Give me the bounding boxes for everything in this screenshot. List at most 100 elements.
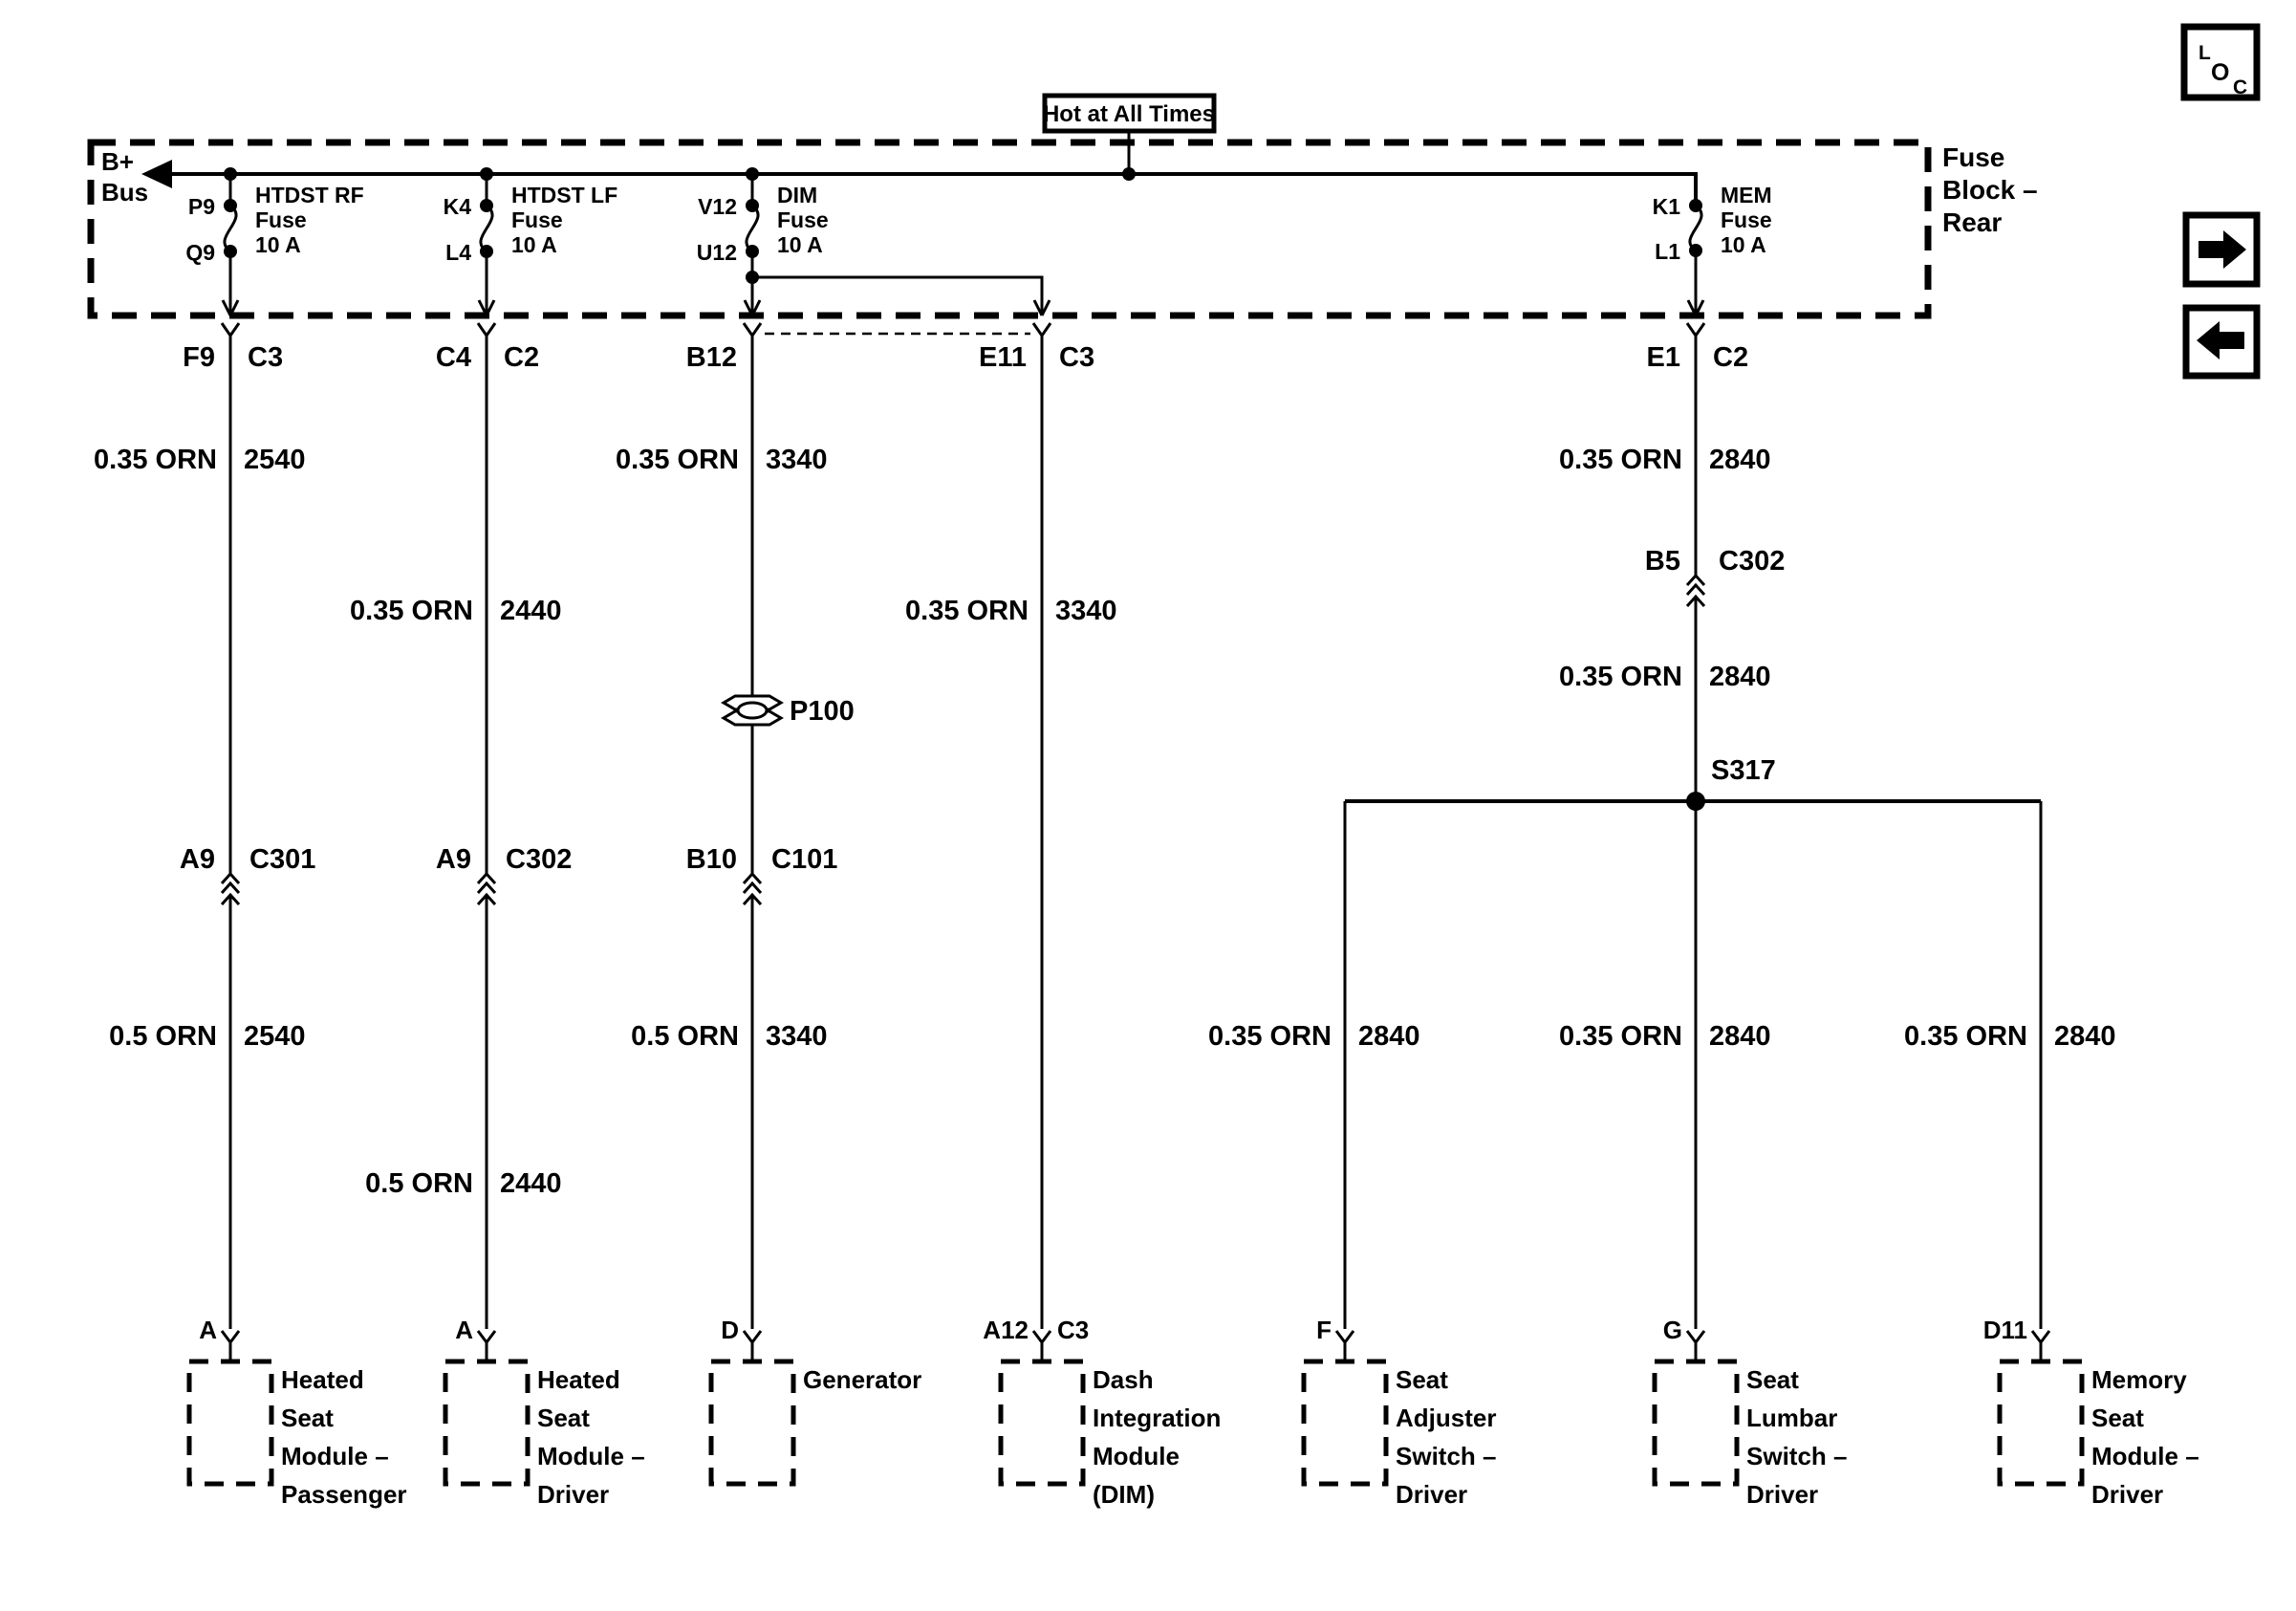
module-y-connector	[742, 1330, 763, 1361]
module-name-line3: Module –	[2091, 1442, 2199, 1470]
branch-seat-adjuster: 0.35 ORN 2840 F Seat Adjuster Switch – D…	[1208, 801, 1496, 1509]
module-name-line1: Heated	[537, 1365, 620, 1394]
loc-button-box[interactable]	[2180, 23, 2261, 101]
fuse-dim: V12 U12 DIM Fuse 10 A	[697, 174, 1051, 316]
fuse-name: HTDST LF	[511, 183, 617, 207]
fuse-pin-top: K1	[1653, 194, 1681, 219]
module-name-line2: Seat	[537, 1404, 590, 1432]
fuse-htdst-rf: P9 Q9 HTDST RF Fuse 10 A	[185, 174, 364, 316]
wire-circuit: 2540	[244, 1021, 306, 1052]
inline-connector-symbol	[1685, 574, 1706, 608]
fuse-name: DIM	[777, 183, 817, 207]
exit-conn-4: C3	[1059, 342, 1094, 373]
branch-memory-seat: 0.35 ORN 2840 D11 Memory Seat Module – D…	[1904, 801, 2199, 1509]
grommet-label: P100	[790, 696, 855, 727]
module-name-line1: Seat	[1396, 1365, 1448, 1394]
module-heated-seat-driver: A Heated Seat Module – Driver	[443, 1316, 645, 1509]
module-name-line1: Seat	[1746, 1365, 1799, 1394]
module-name-line2: Seat	[281, 1404, 334, 1432]
inline-pin: B5	[1645, 546, 1680, 577]
exit-pin-3: B12	[686, 342, 737, 373]
module-box	[1652, 1359, 1740, 1487]
inline-name: C302	[1719, 546, 1785, 577]
module-pin: A	[199, 1316, 217, 1344]
module-y-connector	[1031, 1330, 1052, 1361]
exit-y-connector-1	[220, 322, 241, 338]
module-box	[998, 1359, 1086, 1487]
module-name-line2: Lumbar	[1746, 1404, 1837, 1432]
module-pin: F	[1316, 1316, 1332, 1344]
inline-name: C101	[771, 844, 837, 875]
inline-connector-symbol	[220, 872, 241, 906]
wire-gauge: 0.35 ORN	[1559, 1021, 1682, 1052]
wire-circuit: 3340	[766, 1021, 828, 1052]
toolbar: L O C	[2180, 23, 2261, 380]
module-y-connector	[220, 1330, 241, 1361]
hot-label: Hot at All Times	[1043, 101, 1215, 127]
splice-s317: S317	[1345, 755, 2041, 811]
module-name-line1: Dash	[1093, 1365, 1154, 1394]
module-name-line2: Integration	[1093, 1404, 1221, 1432]
fuse-name: HTDST RF	[255, 183, 364, 207]
exit-y-connector-4	[1031, 322, 1052, 338]
left-arrow-icon	[2197, 321, 2244, 359]
wire-gauge: 0.35 ORN	[1559, 662, 1682, 692]
wire-gauge: 0.5 ORN	[109, 1021, 217, 1052]
fuse-pin-top: V12	[698, 194, 737, 219]
circuit-memory-feed: 0.35 ORN 2840 B5 C302 0.35 ORN 2840 S317…	[1208, 336, 2199, 1509]
grommet-ellipse	[736, 701, 769, 720]
wire-gauge: 0.35 ORN	[94, 445, 217, 475]
fuse-htdst-lf: K4 L4 HTDST LF Fuse 10 A	[444, 174, 617, 316]
grommet-p100: P100	[721, 694, 855, 727]
fuse-kind: Fuse	[511, 207, 563, 232]
fuse-kind: Fuse	[777, 207, 829, 232]
module-pin: G	[1663, 1316, 1682, 1344]
module-seat-lumbar-switch: G Seat Lumbar Switch – Driver	[1652, 1316, 1847, 1509]
wire-circuit: 2840	[1709, 1021, 1771, 1052]
inline-connector-c302: A9 C302	[436, 844, 572, 906]
exit-y-connector-5	[1685, 322, 1706, 338]
fuse-pin-top: P9	[188, 194, 215, 219]
fuse-pin-top: K4	[444, 194, 472, 219]
wire-gauge: 0.35 ORN	[616, 445, 739, 475]
module-y-connector	[1334, 1330, 1355, 1361]
module-box	[443, 1359, 531, 1487]
fuse-rating: 10 A	[1721, 232, 1766, 257]
prev-page-button[interactable]	[2182, 304, 2261, 380]
fuse-block-name-line3: Rear	[1942, 207, 2002, 237]
loc-letter-c: C	[2233, 76, 2247, 98]
module-name-line3: Module –	[537, 1442, 645, 1470]
right-arrow-icon	[2199, 230, 2246, 269]
wire-gauge: 0.35 ORN	[350, 596, 473, 626]
module-name-line2: Adjuster	[1396, 1404, 1496, 1432]
circuit-generator: 0.35 ORN 3340 P100 B10 C101 0.5 ORN 3340…	[616, 336, 921, 1487]
exit-pin-4: E11	[979, 342, 1027, 373]
inline-connector-symbol	[742, 872, 763, 906]
wire-gauge: 0.35 ORN	[905, 596, 1029, 626]
branch-seat-lumbar: 0.35 ORN 2840 G Seat Lumbar Switch – Dri…	[1559, 1021, 1847, 1509]
loc-button[interactable]: L O C	[2180, 23, 2261, 101]
module-box	[1301, 1359, 1389, 1487]
exit-conn-5: C2	[1713, 342, 1748, 373]
module-name-line1: Memory	[2091, 1365, 2187, 1394]
exit-arrow-icon-branch	[1032, 299, 1051, 316]
wire-circuit: 3340	[766, 445, 828, 475]
fuse-element	[745, 204, 760, 253]
module-name-line3: Switch –	[1746, 1442, 1847, 1470]
dim-branch-wire	[752, 275, 1044, 316]
wire-gauge: 0.35 ORN	[1208, 1021, 1332, 1052]
wire-circuit: 2440	[500, 1168, 562, 1199]
exit-arrow-icon	[221, 299, 240, 316]
wire-circuit: 2540	[244, 445, 306, 475]
fuse-block-border	[87, 139, 1932, 319]
splice-dot	[1686, 792, 1705, 811]
inline-connector-c101: B10 C101	[686, 844, 837, 906]
wire-gauge: 0.35 ORN	[1559, 445, 1682, 475]
loc-letter-o: O	[2211, 59, 2229, 86]
module-pin: D	[721, 1316, 739, 1344]
inline-connector-c301: A9 C301	[180, 844, 315, 906]
inline-name: C302	[506, 844, 572, 875]
next-page-button[interactable]	[2182, 211, 2261, 288]
wire-circuit: 2840	[1709, 662, 1771, 692]
bus-label-line1: B+	[101, 147, 134, 176]
